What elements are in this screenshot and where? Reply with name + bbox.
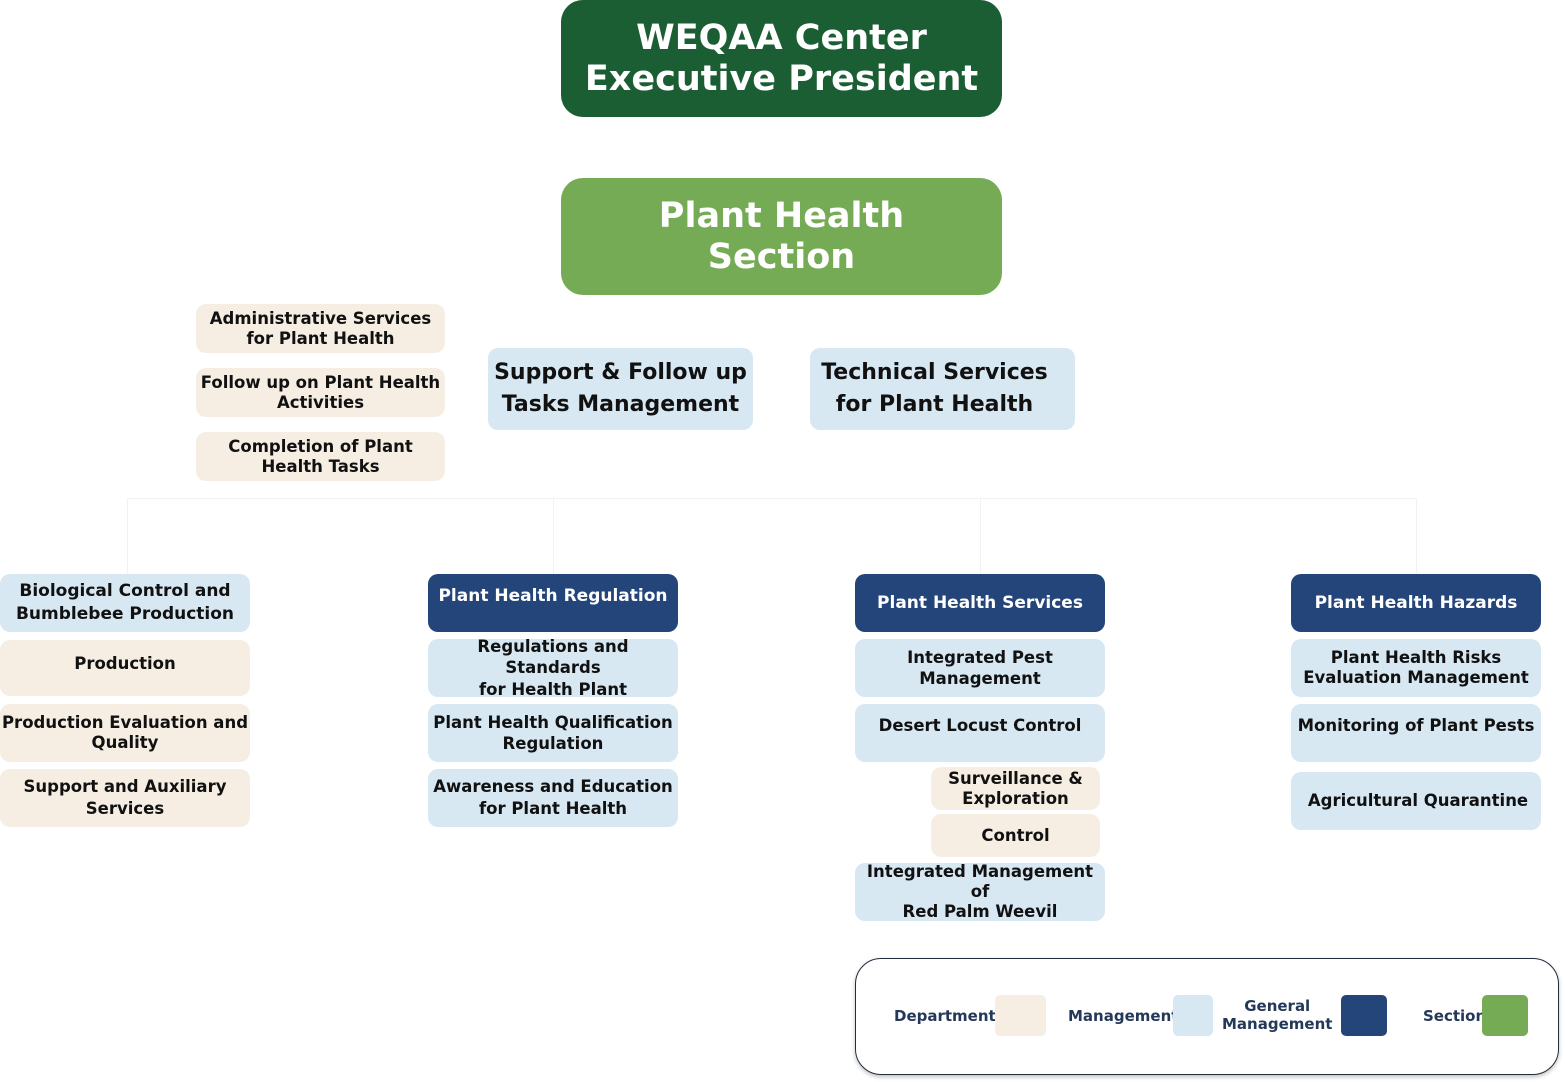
branch-connector <box>127 498 1417 499</box>
legend-label-general-management: General Management <box>1222 997 1333 1033</box>
management-awareness-education: Awareness and Education for Plant Health <box>428 769 678 827</box>
management-red-palm-weevil: Integrated Management of Red Palm Weevil <box>855 862 1105 921</box>
general-management-hazards: Plant Health Hazards <box>1291 574 1541 632</box>
management-desert-locust: Desert Locust Control <box>855 704 1105 762</box>
department-support-auxiliary: Support and Auxiliary Services <box>0 769 250 827</box>
management-biological-control: Biological Control and Bumblebee Product… <box>0 574 250 632</box>
management-regulations-standards: Regulations and Standards for Health Pla… <box>428 637 678 699</box>
legend-label-section: Section <box>1423 1007 1487 1025</box>
legend-swatch-management <box>1173 995 1213 1036</box>
management-monitoring-pests: Monitoring of Plant Pests <box>1291 704 1541 762</box>
branch-drop-2 <box>553 498 554 574</box>
plant-health-section-box: Plant Health Section <box>561 178 1002 295</box>
legend-swatch-department <box>995 995 1046 1036</box>
branch-drop-1 <box>127 498 128 574</box>
department-production: Production <box>0 640 250 696</box>
management-support-follow-up: Support & Follow up Tasks Management <box>488 348 753 430</box>
management-technical-services: Technical Services for Plant Health <box>810 348 1075 430</box>
legend-box: Department Management General Management… <box>855 958 1559 1075</box>
department-production-evaluation: Production Evaluation and Quality <box>0 704 250 762</box>
department-administrative-services: Administrative Services for Plant Health <box>196 304 445 353</box>
general-management-services: Plant Health Services <box>855 574 1105 632</box>
legend-label-department: Department <box>894 1007 996 1025</box>
general-management-regulation: Plant Health Regulation <box>428 574 678 632</box>
legend-label-management: Management <box>1068 1007 1179 1025</box>
legend-swatch-section <box>1482 995 1528 1036</box>
department-control: Control <box>931 814 1100 857</box>
management-risks-evaluation: Plant Health Risks Evaluation Management <box>1291 639 1541 697</box>
management-qualification-regulation: Plant Health Qualification Regulation <box>428 704 678 762</box>
management-integrated-pest: Integrated Pest Management <box>855 639 1105 697</box>
department-follow-up-activities: Follow up on Plant Health Activities <box>196 368 445 417</box>
branch-drop-3 <box>980 498 981 574</box>
branch-drop-4 <box>1416 498 1417 574</box>
management-agricultural-quarantine: Agricultural Quarantine <box>1291 772 1541 830</box>
department-completion-tasks: Completion of Plant Health Tasks <box>196 432 445 481</box>
department-surveillance-exploration: Surveillance & Exploration <box>931 767 1100 810</box>
legend-swatch-general-management <box>1341 995 1387 1036</box>
executive-president-box: WEQAA Center Executive President <box>561 0 1002 117</box>
